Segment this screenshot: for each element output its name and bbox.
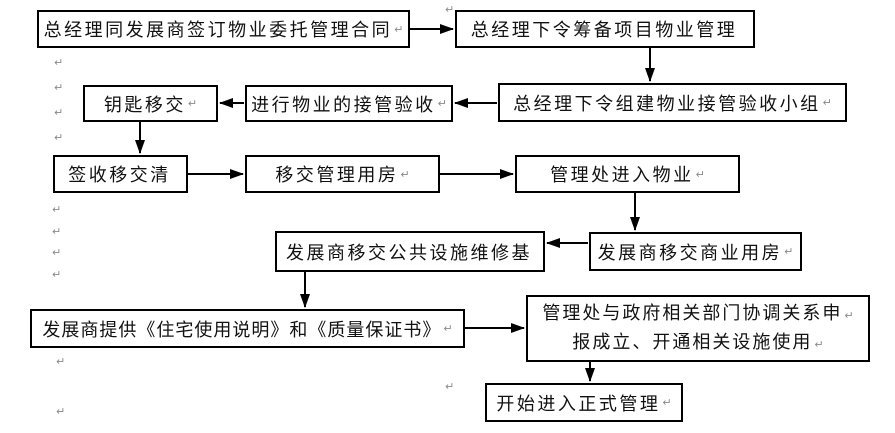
step-label: 开始进入正式管理	[496, 393, 661, 414]
paragraph-mark-icon: ↵	[54, 81, 64, 94]
step-key-handover: 钥匙移交↵	[83, 85, 218, 122]
paragraph-mark-icon: ↵	[187, 97, 198, 110]
paragraph-mark-icon: ↵	[54, 56, 64, 69]
paragraph-mark-icon: ↵	[662, 396, 672, 409]
paragraph-mark-icon: ↵	[54, 106, 64, 119]
paragraph-mark-icon: ↵	[437, 97, 447, 110]
step-formal-management: 开始进入正式管理↵	[485, 383, 683, 422]
paragraph-mark-icon: ↵	[56, 405, 66, 418]
step-label: 总经理下令组建物业接管验收小组	[513, 93, 821, 114]
step-handover-commercial-rooms: 发展商移交商业用房↵	[589, 232, 802, 271]
paragraph-mark-icon: ↵	[400, 167, 410, 181]
paragraph-mark-icon: ↵	[394, 22, 404, 36]
step-label: 移交管理用房	[275, 165, 399, 185]
step-label: 钥匙移交	[103, 94, 186, 115]
paragraph-mark-icon: ↵	[844, 308, 854, 322]
step-label: 发展商移交商业用房	[597, 242, 783, 263]
step-order-preparation: 总经理下令筹备项目物业管理	[455, 10, 755, 48]
step-label: 管理处进入物业	[550, 165, 694, 185]
paragraph-mark-icon: ↵	[52, 203, 62, 216]
step-label: 总经理同发展商签订物业委托管理合同	[43, 20, 393, 40]
step-handover-management-rooms: 移交管理用房↵	[245, 155, 440, 193]
step-sign-contract: 总经理同发展商签订物业委托管理合同↵	[37, 10, 410, 48]
paragraph-mark-icon: ↵	[445, 380, 455, 393]
step-label: 发展商移交公共设施维修基	[286, 242, 532, 263]
paragraph-mark-icon: ↵	[56, 355, 66, 368]
paragraph-mark-icon: ↵	[445, 3, 455, 16]
step-provide-documents: 发展商提供《住宅使用说明》和《质量保证书》↵	[30, 309, 465, 348]
step-handover-maintenance-fund: 发展商移交公共设施维修基	[275, 231, 545, 272]
paragraph-mark-icon: ↵	[52, 268, 62, 281]
step-label: 总经理下令筹备项目物业管理	[470, 20, 738, 40]
paragraph-mark-icon: ↵	[814, 337, 824, 351]
paragraph-mark-icon: ↵	[695, 167, 705, 181]
paragraph-mark-icon: ↵	[822, 96, 832, 109]
step-takeover-acceptance: 进行物业的接管验收↵	[245, 85, 453, 122]
paragraph-mark-icon: ↵	[443, 322, 453, 335]
step-label: 进行物业的接管验收	[251, 94, 436, 115]
step-label: 发展商提供《住宅使用说明》和《质量保证书》	[42, 319, 442, 340]
step-label-line2: 报成立、开通相关设施使用	[572, 331, 813, 352]
step-sign-handover-list: 签收移交清	[53, 155, 188, 193]
paragraph-mark-icon: ↵	[52, 246, 62, 259]
step-label-line1: 管理处与政府相关部门协调关系申	[542, 302, 843, 323]
step-label: 签收移交清	[68, 165, 171, 185]
paragraph-mark-icon: ↵	[784, 245, 794, 258]
step-coordinate-government: 管理处与政府相关部门协调关系申↵ 报成立、开通相关设施使用↵	[526, 295, 870, 362]
paragraph-mark-icon: ↵	[52, 225, 62, 238]
step-office-enters-property: 管理处进入物业↵	[515, 155, 740, 193]
paragraph-mark-icon: ↵	[54, 131, 64, 144]
step-form-acceptance-team: 总经理下令组建物业接管验收小组↵	[498, 83, 847, 122]
